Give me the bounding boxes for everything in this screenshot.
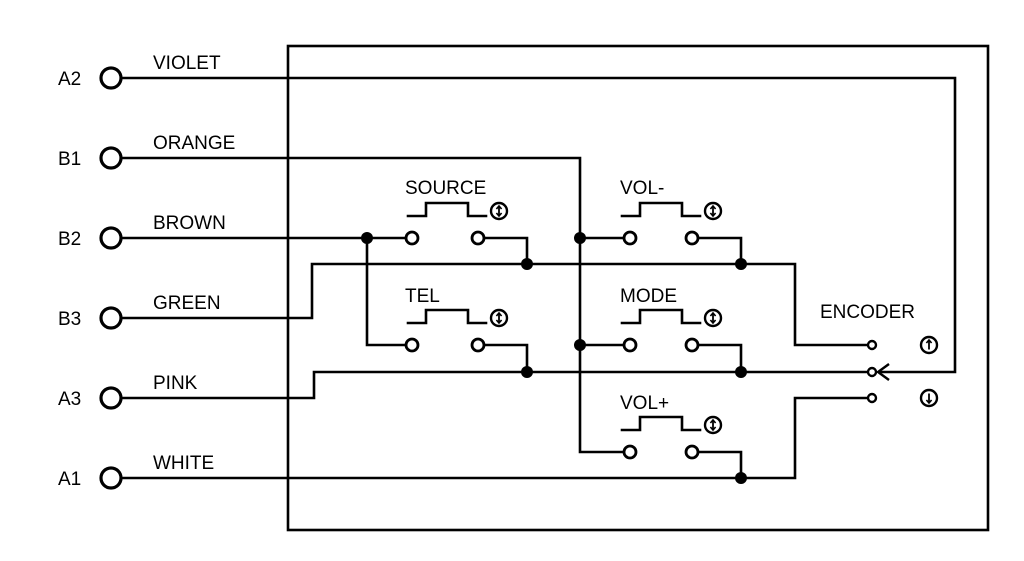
switch-contact: [684, 444, 700, 460]
junction-dot: [574, 232, 586, 244]
terminal-a3-ring: [99, 386, 123, 410]
wire-label-green: GREEN: [153, 293, 221, 314]
terminal-a1: A1 WHITE: [58, 453, 214, 490]
terminal-b3-id: B3: [58, 309, 81, 330]
encoder-label: ENCODER: [820, 302, 915, 323]
vol-plus-switch: VOL+: [620, 393, 723, 460]
source-label: SOURCE: [405, 178, 486, 199]
switch-contact: [470, 230, 486, 246]
arrow-down-circle-icon: [919, 388, 939, 408]
terminal-b1-ring: [99, 146, 123, 170]
switch-contact: [622, 444, 638, 460]
up-down-arrow-circle-icon: [489, 201, 509, 221]
junction-dot: [735, 472, 747, 484]
encoder-wiper: [875, 363, 890, 381]
terminal-b2-ring: [99, 226, 123, 250]
vol-minus-label: VOL-: [620, 178, 664, 199]
up-down-arrow-circle-icon: [703, 415, 723, 435]
terminal-a3: A3 PINK: [58, 373, 198, 410]
terminal-a3-id: A3: [58, 389, 81, 410]
switch-contact: [404, 230, 420, 246]
mode-switch: MODE: [620, 286, 723, 353]
encoder-contact-bottom: [866, 392, 878, 404]
switch-contact: [622, 337, 638, 353]
junctions: [361, 232, 747, 484]
terminal-a2: A2 VIOLET: [58, 53, 221, 90]
junction-dot: [735, 258, 747, 270]
junction-dot: [521, 366, 533, 378]
junction-dot: [735, 366, 747, 378]
terminal-b2-id: B2: [58, 229, 81, 250]
terminal-a1-id: A1: [58, 469, 81, 490]
terminal-a2-ring: [99, 66, 123, 90]
wire-label-white: WHITE: [153, 453, 214, 474]
switch-contact: [622, 230, 638, 246]
junction-dot: [361, 232, 373, 244]
up-down-arrow-circle-icon: [703, 308, 723, 328]
arrow-up-circle-icon: [919, 335, 939, 355]
wire-label-pink: PINK: [153, 373, 198, 394]
encoder: ENCODER: [820, 302, 939, 408]
wire-label-brown: BROWN: [153, 213, 226, 234]
switch-contact: [470, 337, 486, 353]
tel-switch: TEL: [404, 286, 509, 353]
tel-label: TEL: [405, 286, 440, 307]
junction-dot: [521, 258, 533, 270]
vol-plus-label: VOL+: [620, 393, 669, 414]
wires: [119, 76, 957, 480]
source-switch: SOURCE: [404, 178, 509, 246]
terminal-a1-ring: [99, 466, 123, 490]
switch-contact: [684, 230, 700, 246]
wire-label-orange: ORANGE: [153, 133, 235, 154]
junction-dot: [574, 339, 586, 351]
encoder-contact-top: [866, 339, 878, 351]
encoder-contact-mid: [866, 366, 878, 378]
switch-contact: [684, 337, 700, 353]
up-down-arrow-circle-icon: [489, 308, 509, 328]
housing-box: [286, 44, 990, 532]
terminal-b3-ring: [99, 306, 123, 330]
mode-label: MODE: [620, 286, 677, 307]
terminal-b1-id: B1: [58, 149, 81, 170]
vol-minus-switch: VOL-: [620, 178, 723, 246]
terminal-a2-id: A2: [58, 69, 81, 90]
terminal-b1: B1 ORANGE: [58, 133, 235, 170]
wire-label-violet: VIOLET: [153, 53, 221, 74]
up-down-arrow-circle-icon: [703, 201, 723, 221]
switch-contact: [404, 337, 420, 353]
terminal-b3: B3 GREEN: [58, 293, 221, 330]
terminal-b2: B2 BROWN: [58, 213, 226, 250]
